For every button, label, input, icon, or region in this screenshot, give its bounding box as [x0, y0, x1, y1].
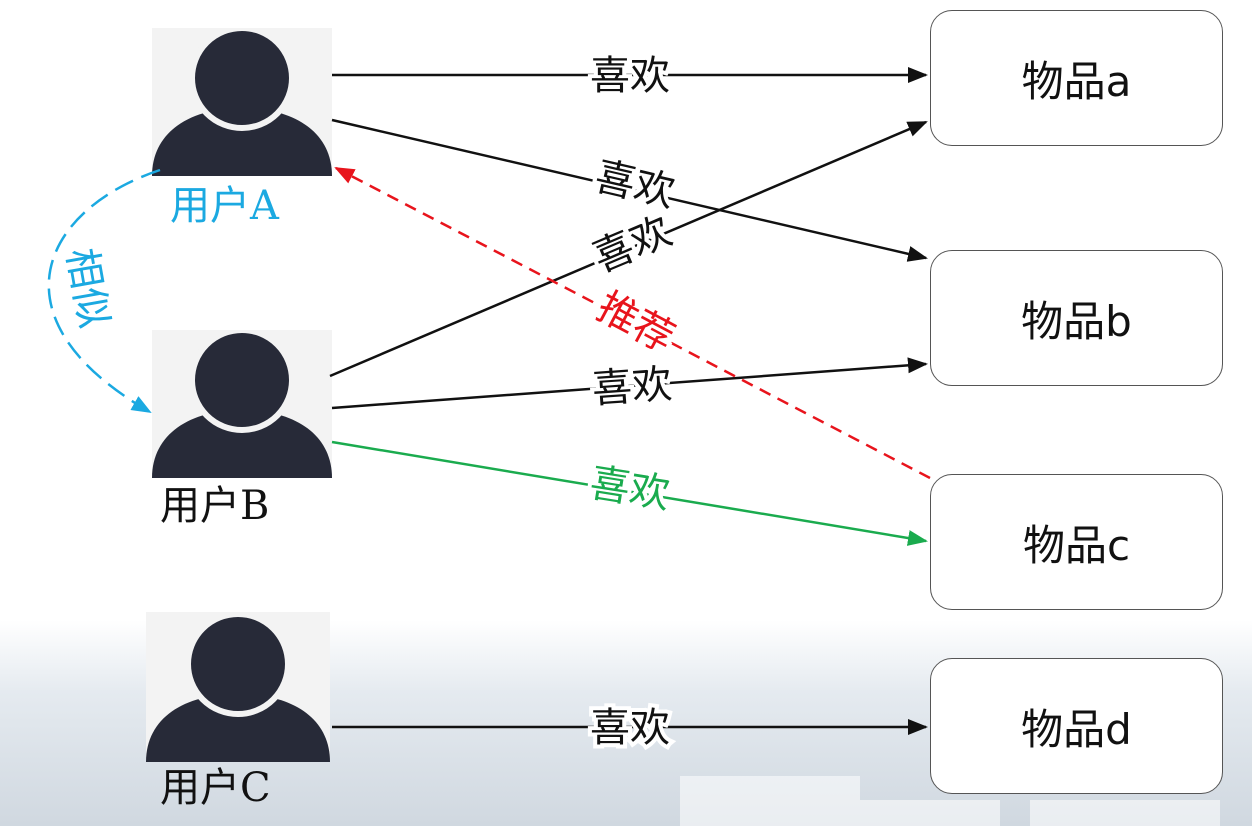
edge-user-b-item-a	[329, 120, 928, 378]
edge-recommend	[334, 166, 931, 480]
item-b-box: 物品b	[930, 250, 1223, 386]
user-c-avatar	[146, 611, 330, 762]
item-c-label: 物品c	[1022, 520, 1131, 570]
edge-user-a-item-b	[331, 118, 928, 262]
background-streak	[680, 776, 860, 826]
background-streak	[860, 800, 1000, 826]
item-d-label: 物品d	[1021, 704, 1132, 754]
edge-label-similar: 相似	[57, 245, 116, 332]
edge-user-b-item-b	[331, 357, 928, 410]
edge-similar	[47, 168, 161, 414]
edge-label-user-a-item-a: 喜欢	[590, 53, 670, 99]
item-b-label: 物品b	[1021, 296, 1132, 346]
person-icon	[152, 25, 332, 176]
item-d-box: 物品d	[930, 658, 1223, 794]
user-b-label: 用户B	[160, 483, 270, 529]
item-c-box: 物品c	[930, 474, 1223, 610]
edge-user-b-item-c	[331, 440, 928, 546]
edge-label-user-b-item-b: 喜欢	[591, 361, 674, 412]
edge-label-user-b-item-c: 喜欢	[587, 460, 673, 518]
edge-label-recommend: 推荐	[589, 284, 681, 362]
edge-label-user-b-item-a: 喜欢	[587, 208, 679, 282]
user-a-label: 用户A	[170, 183, 279, 229]
edge-label-user-c-item-d: 喜欢	[590, 705, 670, 751]
item-a-label: 物品a	[1021, 56, 1132, 106]
background-streak	[1030, 800, 1220, 826]
user-c-label: 用户C	[160, 765, 271, 811]
person-icon	[152, 327, 332, 478]
person-icon	[146, 611, 330, 762]
item-a-box: 物品a	[930, 10, 1223, 146]
edge-label-user-a-item-b: 喜欢	[591, 154, 679, 217]
user-a-avatar	[152, 25, 332, 176]
user-b-avatar	[152, 327, 332, 478]
